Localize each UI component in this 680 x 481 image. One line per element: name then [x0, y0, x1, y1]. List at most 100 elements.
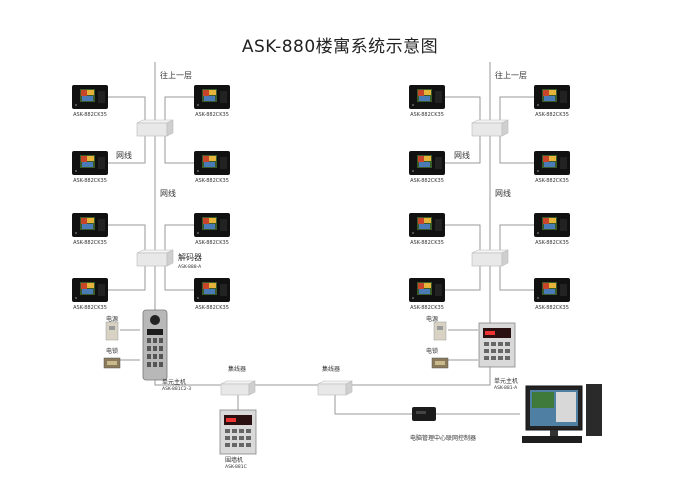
camera-lens — [150, 315, 160, 325]
panel-key — [246, 443, 251, 447]
electric-lock-unit — [431, 357, 449, 369]
indoor-monitor — [194, 278, 230, 302]
monitor-led — [75, 297, 77, 299]
keypad-key — [153, 354, 157, 359]
monitor-cable — [108, 96, 146, 122]
screen-image-red — [418, 283, 424, 289]
screen-image-yellow — [424, 283, 431, 288]
monitor-keys — [560, 91, 567, 103]
screen-image-red — [203, 90, 209, 96]
label-unit-host-left: 单元主机 — [162, 378, 186, 386]
monitor-keys — [435, 284, 442, 296]
monitor-model-label: ASK-882CK35 — [73, 240, 107, 246]
screen-image-blue — [544, 289, 555, 294]
panel-key — [239, 436, 244, 440]
monitor-led — [412, 104, 414, 106]
panel-display — [483, 328, 511, 338]
panel-key — [225, 436, 230, 440]
power-supply-unit — [105, 321, 119, 341]
indoor-monitor — [194, 85, 230, 109]
box-side — [501, 249, 509, 267]
screen-image-red — [81, 156, 87, 162]
keypad-key — [147, 354, 151, 359]
panel-key — [232, 429, 237, 433]
screen-image-yellow — [87, 218, 94, 223]
pc-monitor-stand — [550, 430, 558, 436]
monitor-keys — [98, 284, 105, 296]
monitor-led — [75, 232, 77, 234]
monitor-led — [537, 297, 539, 299]
monitor-led — [197, 232, 199, 234]
management-computer — [522, 384, 602, 443]
hub-box-left — [220, 380, 256, 396]
lock-detail — [107, 361, 117, 365]
screen-image-red — [203, 156, 209, 162]
monitor-model-label: ASK-882CK35 — [535, 178, 569, 184]
monitor-keys — [220, 91, 227, 103]
pc-screen-window — [532, 392, 554, 408]
monitor-keys — [220, 219, 227, 231]
power-body — [433, 321, 447, 341]
diagram-title: ASK-880楼寓系统示意图 — [241, 37, 439, 57]
lock-detail — [435, 361, 445, 365]
label-power-left: 电源 — [106, 315, 118, 323]
screen-image-yellow — [424, 90, 431, 95]
screen-image-blue — [419, 162, 430, 167]
screen-image-yellow — [209, 90, 216, 95]
label-to-upper-floor-left: 往上一层 — [160, 70, 192, 80]
monitor-led — [197, 170, 199, 172]
monitor-led — [412, 297, 414, 299]
screen-image-blue — [544, 162, 555, 167]
panel-key — [491, 342, 496, 346]
label-lock-left: 电锁 — [106, 347, 118, 355]
indoor-monitor — [534, 213, 570, 237]
monitor-keys — [560, 219, 567, 231]
screen-image-yellow — [209, 218, 216, 223]
station-display — [147, 329, 163, 335]
monitor-model-label: ASK-882CK35 — [535, 112, 569, 118]
panel-key — [484, 356, 489, 360]
monitor-led — [75, 104, 77, 106]
indoor-monitor — [72, 213, 108, 237]
panel-display — [224, 415, 252, 425]
label-network-cable-left-2: 网线 — [160, 188, 176, 198]
monitor-cable — [108, 224, 146, 252]
label-decoder: 解码器 — [178, 252, 202, 262]
box-side — [166, 249, 174, 267]
screen-image-yellow — [424, 156, 431, 161]
screen-image-yellow — [87, 156, 94, 161]
label-to-upper-floor-right: 往上一层 — [495, 70, 527, 80]
monitor-model-label: ASK-882CK35 — [73, 112, 107, 118]
monitor-cable — [499, 134, 534, 164]
indoor-monitor — [409, 85, 445, 109]
screen-image-yellow — [209, 283, 216, 288]
label-pc-controller: 电脑管理中心联网控制器 — [410, 434, 476, 442]
monitor-keys — [98, 157, 105, 169]
power-body — [105, 321, 119, 341]
panel-key — [246, 429, 251, 433]
screen-image-red — [418, 218, 424, 224]
monitor-model-label: ASK-882CK35 — [195, 240, 229, 246]
monitor-model-label: ASK-882CK35 — [195, 112, 229, 118]
monitor-keys — [560, 284, 567, 296]
controller-detail — [416, 411, 426, 414]
screen-image-red — [81, 218, 87, 224]
label-guard-unit: 围墙机 — [225, 456, 243, 464]
monitor-keys — [435, 91, 442, 103]
box-side — [248, 380, 256, 396]
screen-image-red — [81, 283, 87, 289]
screen-image-blue — [544, 224, 555, 229]
guard-unit — [219, 409, 257, 455]
indoor-monitor — [72, 85, 108, 109]
monitor-keys — [435, 157, 442, 169]
network-controller — [412, 407, 436, 421]
screen-image-blue — [419, 224, 430, 229]
decoder-box — [136, 249, 174, 267]
backbone-bottom — [335, 368, 491, 386]
screen-image-red — [543, 156, 549, 162]
indoor-monitor — [194, 213, 230, 237]
monitor-cable — [164, 134, 194, 164]
monitor-keys — [220, 284, 227, 296]
label-network-cable-right-1: 网线 — [454, 150, 470, 160]
label-guard-unit-model: ASK-881C — [225, 464, 247, 470]
